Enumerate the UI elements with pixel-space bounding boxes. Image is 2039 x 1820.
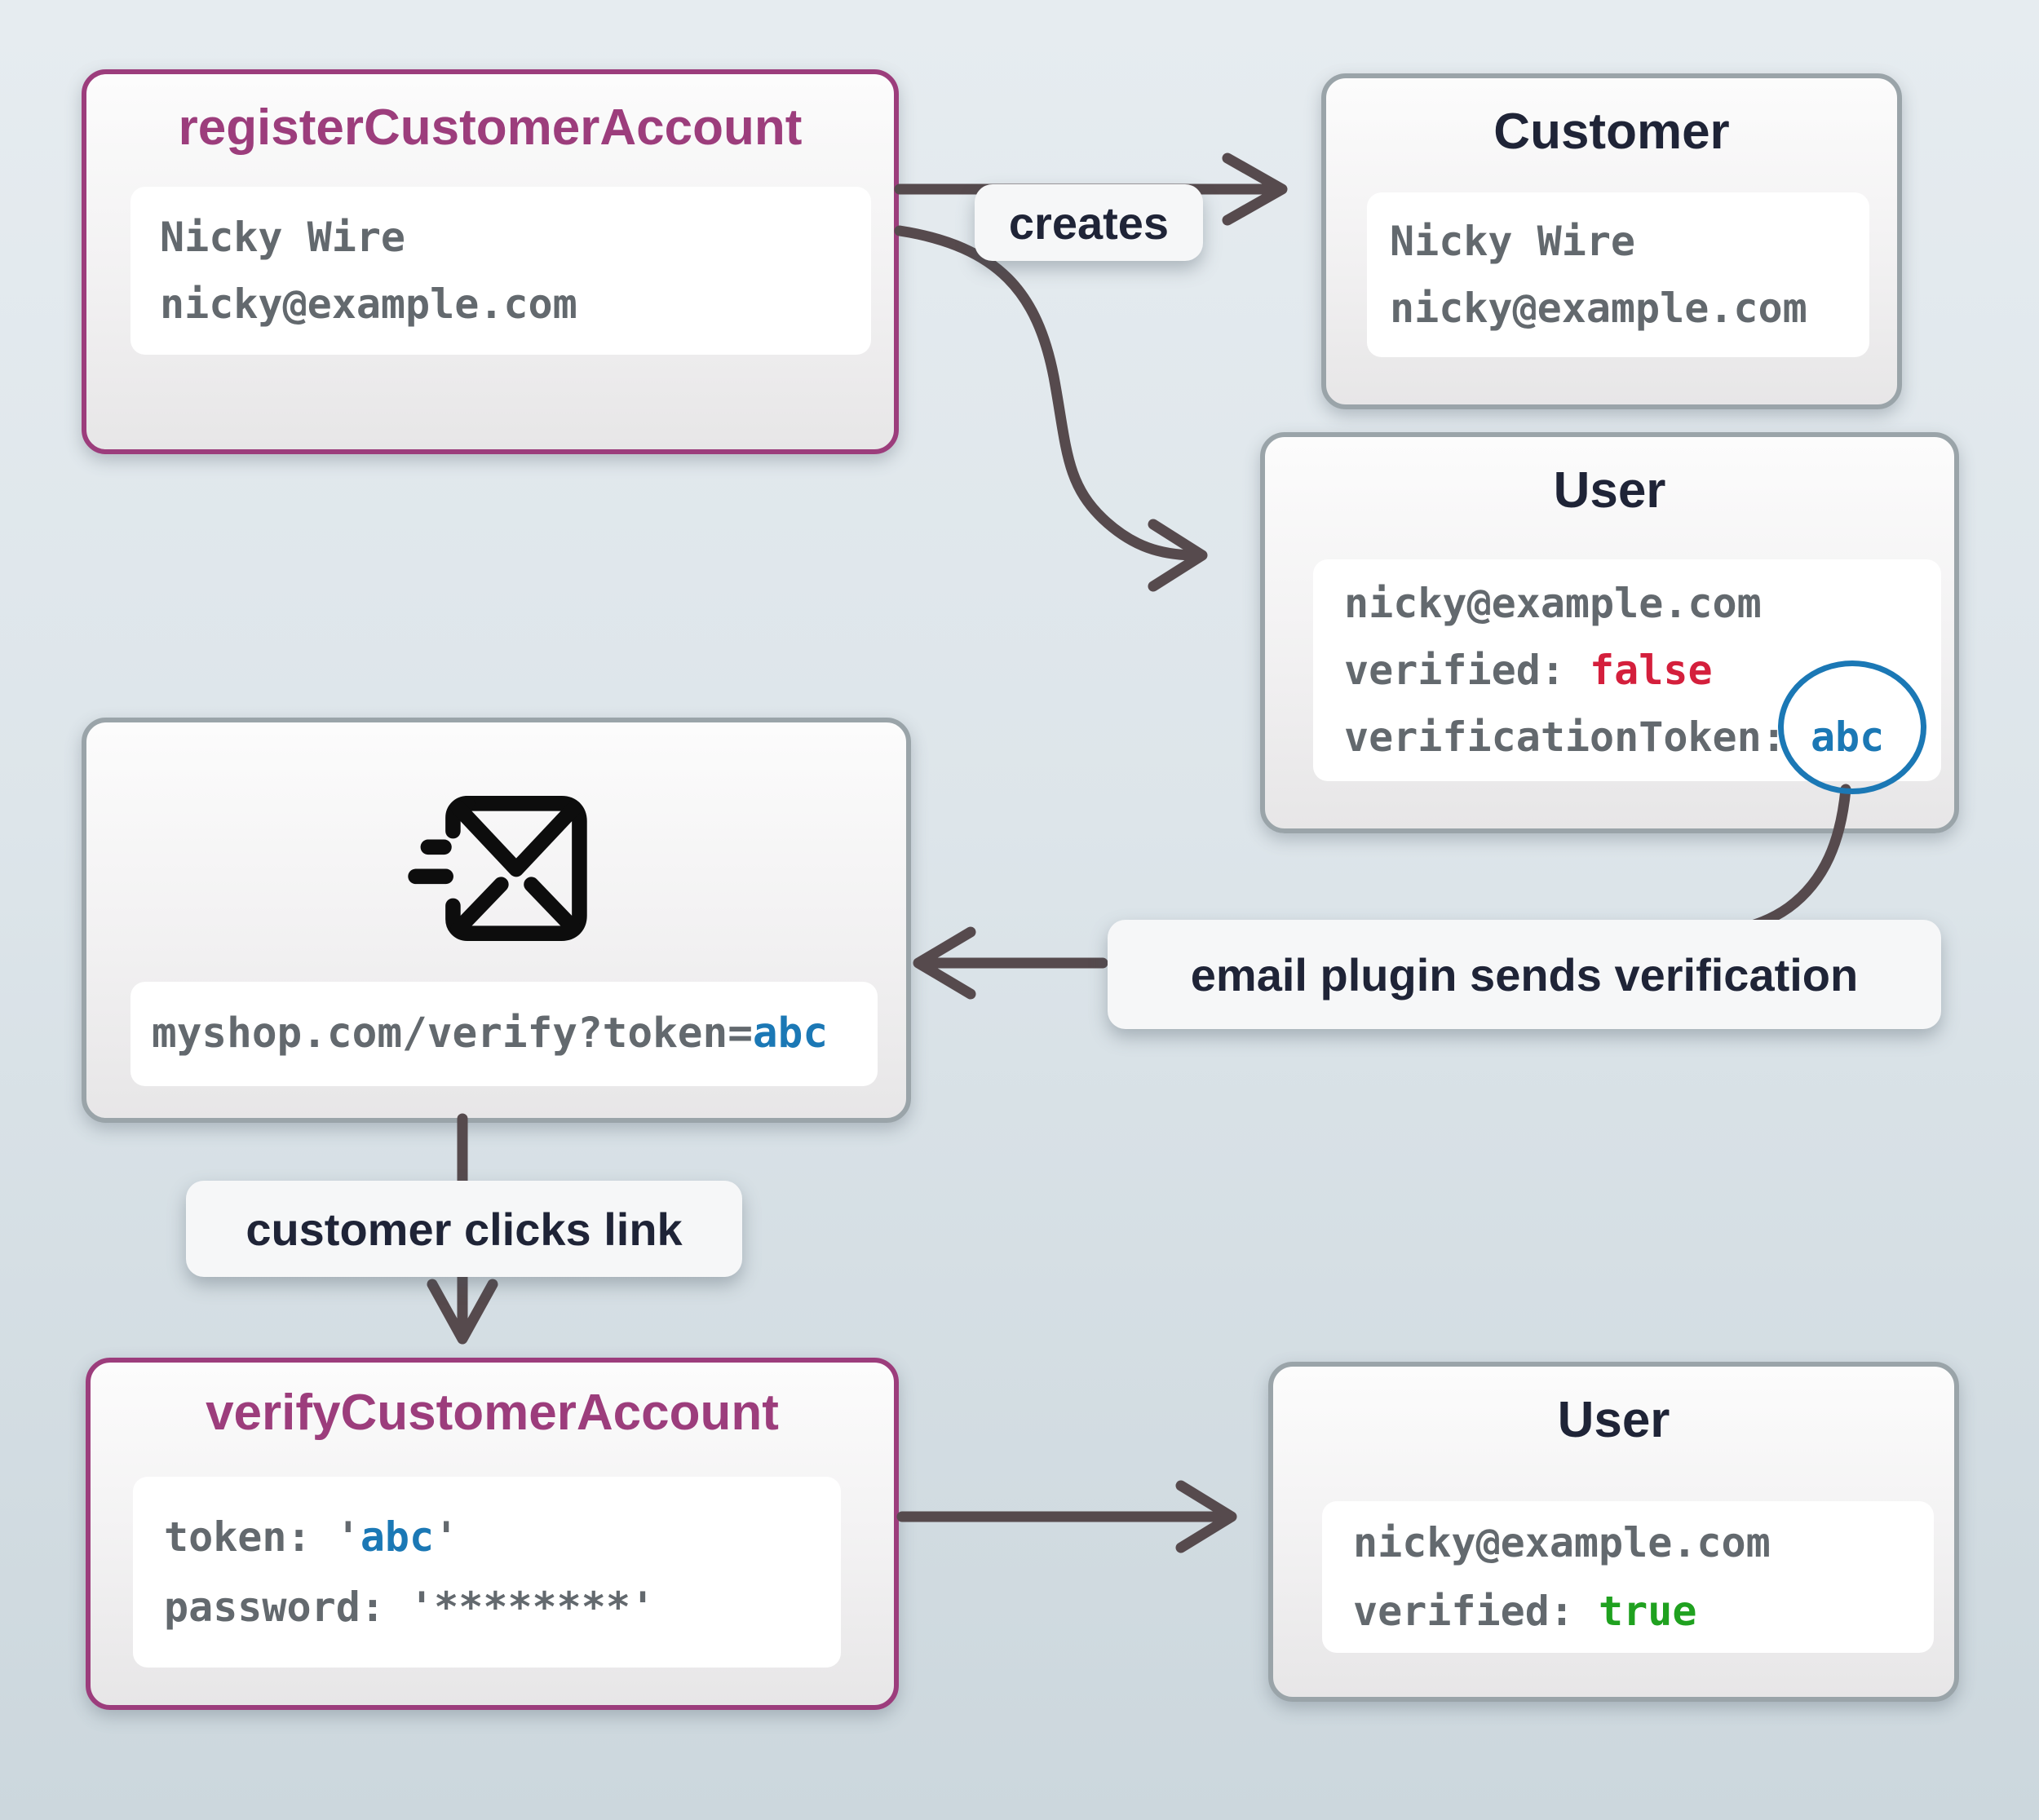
user-unverified-card: User nicky@example.com verified: false v… [1260, 432, 1959, 833]
verification-email-card: myshop.com/verify?token=abc [82, 718, 911, 1123]
user-verified-email-value: nicky@example.com [1353, 1519, 1771, 1566]
customer-clicks-edge-label: customer clicks link [186, 1181, 742, 1277]
verified-value-true: true [1599, 1588, 1697, 1635]
verification-link-panel: myshop.com/verify?token=abc [130, 982, 878, 1086]
verify-card-title: verifyCustomerAccount [206, 1385, 779, 1441]
verified-key: verified: [1344, 647, 1590, 694]
arrow-verify-to-user [896, 1480, 1237, 1553]
register-values-panel: Nicky Wire nicky@example.com [130, 187, 871, 355]
email-plugin-edge-label: email plugin sends verification [1108, 920, 1941, 1029]
verify-customer-account-card: verifyCustomerAccount token: 'abc' passw… [86, 1358, 899, 1710]
password-value: '********' [409, 1584, 656, 1631]
verify-values-panel: token: 'abc' password: '********' [133, 1477, 841, 1668]
customer-name-value: Nicky Wire [1390, 218, 1636, 265]
verification-url-prefix: myshop.com/verify?token= [152, 1009, 753, 1058]
verification-token-key: verificationToken: [1344, 713, 1811, 761]
customer-card: Customer Nicky Wire nicky@example.com [1321, 73, 1902, 409]
verify-password-line: password: '********' [164, 1572, 841, 1642]
mail-send-icon [368, 762, 627, 975]
customer-values-panel: Nicky Wire nicky@example.com [1367, 192, 1869, 357]
token-open-quote: ' [335, 1513, 360, 1561]
user-verified-line: verified: false [1344, 637, 1941, 704]
token-value: abc [360, 1513, 435, 1561]
user-unverified-values-panel: nicky@example.com verified: false verifi… [1313, 559, 1941, 781]
user-verified-line: verified: true [1353, 1577, 1934, 1646]
user-verified-values-panel: nicky@example.com verified: true [1322, 1501, 1934, 1653]
verify-token-line: token: 'abc' [164, 1502, 841, 1572]
user-unverified-card-title: User [1553, 462, 1666, 519]
register-name-value: Nicky Wire [160, 214, 406, 261]
verification-link-text: myshop.com/verify?token=abc [152, 1001, 878, 1067]
curve-token-to-email-plugin-label [1715, 784, 1851, 937]
user-verified-card: User nicky@example.com verified: true [1268, 1362, 1959, 1702]
register-customer-account-card: registerCustomerAccount Nicky Wire nicky… [82, 69, 899, 454]
token-key: token: [164, 1513, 336, 1561]
arrow-register-to-user [894, 225, 1208, 592]
token-highlight-ellipse [1778, 660, 1926, 794]
verified-key-2: verified: [1353, 1588, 1599, 1635]
customer-email-value: nicky@example.com [1390, 285, 1807, 332]
token-close-quote: ' [434, 1513, 459, 1561]
verification-url-token: abc [752, 1009, 829, 1058]
register-card-title: registerCustomerAccount [178, 99, 803, 156]
password-key: password: [164, 1584, 410, 1631]
register-email-value: nicky@example.com [160, 281, 577, 328]
arrow-email-plugin-to-email [913, 926, 1108, 1000]
verified-value-false: false [1590, 647, 1713, 694]
creates-edge-label: creates [975, 184, 1203, 261]
user-email-value: nicky@example.com [1344, 580, 1762, 627]
user-verified-card-title: User [1557, 1392, 1670, 1448]
customer-card-title: Customer [1493, 104, 1730, 160]
